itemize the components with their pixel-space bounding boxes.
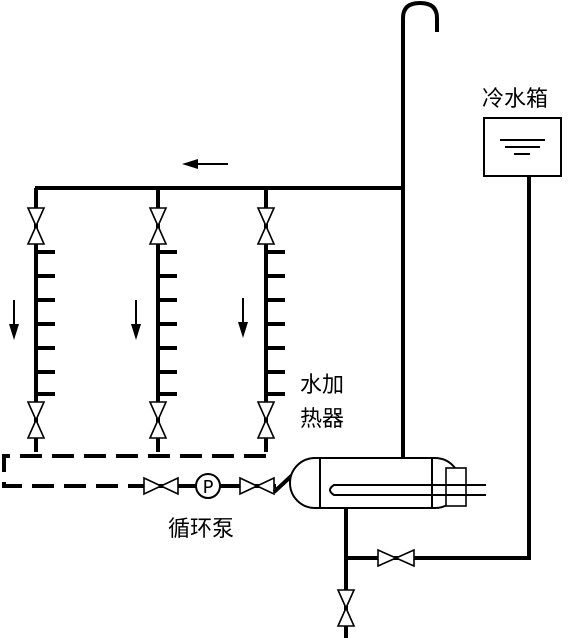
riser-1-flow-arrow — [9, 300, 19, 340]
water-level-mark — [500, 139, 545, 155]
heating-coil — [329, 484, 486, 496]
header-flow-arrow — [182, 159, 228, 169]
pump-symbol: P — [203, 477, 214, 498]
riser-2-flow-arrow — [131, 300, 141, 340]
drain-valve — [336, 589, 356, 627]
circulation-pump — [195, 473, 221, 499]
vent-pipe — [401, 0, 439, 458]
cold-tank-label: 冷水箱 — [482, 87, 548, 112]
riser-3-flow-arrow — [238, 298, 248, 338]
pump-inlet-valve — [143, 476, 179, 496]
riser-1 — [26, 188, 55, 452]
cold-feed-valve — [377, 548, 415, 568]
riser-2 — [148, 188, 177, 452]
pump-label: 循环泵 — [168, 517, 234, 542]
return-pipe-dashed — [2, 454, 266, 488]
heater-label-line1: 水加 — [300, 373, 344, 398]
heater-end-cap — [445, 467, 467, 507]
pump-outlet-valve — [239, 476, 275, 496]
water-heater — [289, 457, 461, 509]
heater-label-line2: 热器 — [300, 407, 344, 432]
riser-3 — [256, 188, 285, 452]
